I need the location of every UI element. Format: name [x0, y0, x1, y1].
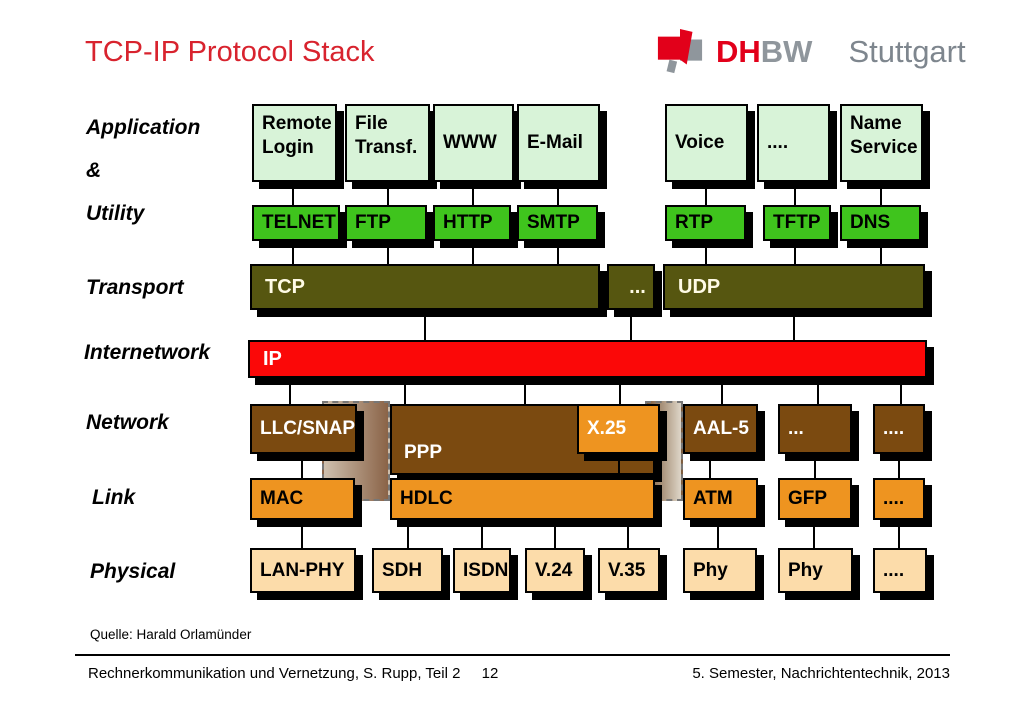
layer-label-1: & — [86, 159, 102, 182]
connector — [794, 241, 796, 264]
box-lan-phy: LAN-PHY — [250, 548, 356, 593]
footer-divider — [75, 654, 950, 656]
connector — [407, 520, 409, 548]
box-voice: Voice — [665, 104, 748, 182]
box-link-dots: .... — [873, 478, 925, 520]
footer-semester: 5. Semester, Nachrichtentechnik, 2013 — [692, 665, 950, 682]
layer-label-5: Network — [86, 411, 169, 434]
connector — [814, 454, 816, 478]
connector — [387, 241, 389, 264]
connector — [404, 378, 406, 404]
box-name-service: Name Service — [840, 104, 923, 182]
connector — [898, 520, 900, 548]
box-hdlc: HDLC — [390, 478, 655, 520]
connector — [794, 182, 796, 205]
layer-label-3: Transport — [86, 276, 184, 299]
connector — [900, 378, 902, 404]
connector — [472, 241, 474, 264]
box-udp: UDP — [663, 264, 925, 310]
layer-label-4: Internetwork — [84, 341, 211, 364]
box-aal5: AAL-5 — [683, 404, 758, 454]
box-remote-login: Remote Login — [252, 104, 337, 182]
box-gfp: GFP — [778, 478, 852, 520]
box-x25: X.25 — [577, 404, 660, 454]
dhbw-city: Stuttgart — [848, 34, 966, 69]
box-http: HTTP — [433, 205, 511, 241]
box-ip: IP — [248, 340, 927, 378]
connector — [387, 182, 389, 205]
box-transport-dots: ... — [607, 264, 655, 310]
box-phy-2: Phy — [778, 548, 853, 593]
connector — [301, 454, 303, 478]
connector — [793, 310, 795, 340]
connector — [705, 241, 707, 264]
dhbw-logo: DHBW Stuttgart — [656, 26, 966, 78]
layer-label-0: Application — [86, 116, 201, 139]
connector — [813, 520, 815, 548]
box-sdh: SDH — [372, 548, 443, 593]
dhbw-logo-icon — [657, 28, 703, 74]
connector — [630, 310, 632, 340]
layer-label-6: Link — [92, 486, 136, 509]
box-v24: V.24 — [525, 548, 585, 593]
box-phy-dots: .... — [873, 548, 927, 593]
box-email: E-Mail — [517, 104, 600, 182]
connector — [721, 378, 723, 404]
box-smtp: SMTP — [517, 205, 598, 241]
connector — [880, 241, 882, 264]
layer-label-7: Physical — [90, 560, 176, 583]
connector — [472, 182, 474, 205]
connector — [619, 378, 621, 404]
box-network-dots3: ... — [778, 404, 852, 454]
box-www: WWW — [433, 104, 514, 182]
connector — [709, 454, 711, 478]
box-file-transfer: File Transf. — [345, 104, 430, 182]
box-rtp: RTP — [665, 205, 746, 241]
dhbw-dh: DH — [716, 34, 761, 69]
box-mac: MAC — [250, 478, 355, 520]
page-title: TCP-IP Protocol Stack — [85, 36, 375, 68]
connector — [557, 241, 559, 264]
connector — [424, 310, 426, 340]
box-ftp: FTP — [345, 205, 427, 241]
connector — [817, 378, 819, 404]
box-telnet: TELNET — [252, 205, 340, 241]
dhbw-bw: BW — [760, 34, 813, 69]
connector — [898, 454, 900, 478]
box-v35: V.35 — [598, 548, 660, 593]
connector — [717, 520, 719, 548]
connector — [481, 520, 483, 548]
box-app-dots: .... — [757, 104, 830, 182]
box-network-dots4: .... — [873, 404, 925, 454]
connector — [292, 241, 294, 264]
source-note: Quelle: Harald Orlamünder — [90, 627, 252, 642]
connector — [557, 182, 559, 205]
box-tftp: TFTP — [763, 205, 831, 241]
box-isdn: ISDN — [453, 548, 511, 593]
box-phy-1: Phy — [683, 548, 757, 593]
connector — [627, 520, 629, 548]
connector — [292, 182, 294, 205]
connector — [524, 378, 526, 404]
connector — [618, 454, 620, 478]
footer-course: Rechnerkommunikation und Vernetzung, S. … — [88, 665, 461, 682]
connector — [301, 520, 303, 548]
footer-page-number: 12 — [481, 665, 499, 682]
box-atm: ATM — [683, 478, 758, 520]
dhbw-wordmark: DHBW — [716, 34, 812, 70]
connector — [289, 378, 291, 404]
connector — [705, 182, 707, 205]
connector — [880, 182, 882, 205]
connector — [554, 520, 556, 548]
box-tcp: TCP — [250, 264, 600, 310]
box-llc-snap: LLC/SNAP — [250, 404, 357, 454]
layer-label-2: Utility — [86, 202, 145, 225]
box-dns: DNS — [840, 205, 921, 241]
